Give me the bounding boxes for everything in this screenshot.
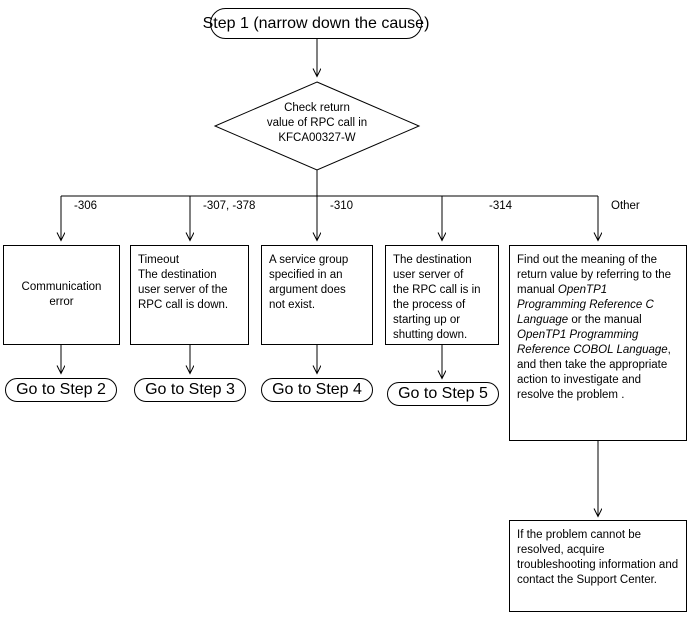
decision-label-line2: value of RPC call in bbox=[266, 117, 368, 129]
action-text-part1: Find out the meaning of the return value… bbox=[517, 254, 672, 296]
decision-label-line1: Check return bbox=[284, 102, 350, 114]
start-terminator-label-wrap: Step 1 (narrow down the cause) bbox=[203, 8, 430, 39]
goto-step-4[interactable]: Go to Step 4 bbox=[261, 378, 373, 402]
goto-step-5-label: Go to Step 5 bbox=[398, 385, 488, 402]
branch-label-307-378: -307, -378 bbox=[203, 200, 256, 212]
branch-label-314: -314 bbox=[489, 200, 513, 212]
branch-label-310: -310 bbox=[330, 200, 354, 212]
cause-box-communication-error: Communication error bbox=[3, 245, 120, 345]
action-box-contact-support-center: If the problem cannot be resolved, acqui… bbox=[509, 520, 687, 612]
action-text-part2: or the manual bbox=[568, 314, 642, 326]
branch-label-other: Other bbox=[611, 200, 640, 212]
step3-terminator-shape bbox=[134, 378, 246, 402]
goto-step-2[interactable]: Go to Step 2 bbox=[5, 378, 117, 402]
goto-step-4-label: Go to Step 4 bbox=[272, 381, 362, 398]
action-text-part3: , and then take the appropriate action t… bbox=[517, 344, 671, 401]
manual-name-c-language: OpenTP1 Programming Reference C Language bbox=[517, 284, 654, 326]
branch-label-306: -306 bbox=[74, 200, 98, 212]
decision-label: Check return value of RPC call in KFCA00… bbox=[231, 101, 403, 146]
step4-terminator-shape bbox=[261, 378, 373, 402]
start-terminator-shape bbox=[210, 8, 422, 39]
step2-terminator-shape bbox=[5, 378, 117, 402]
goto-step-2-label: Go to Step 2 bbox=[16, 381, 106, 398]
action-box-consult-manuals: Find out the meaning of the return value… bbox=[509, 245, 687, 441]
goto-step-3-label: Go to Step 3 bbox=[145, 381, 235, 398]
cause-box-timeout: Timeout The destination user server of t… bbox=[130, 245, 249, 345]
manual-name-cobol-language: OpenTP1 Programming Reference COBOL Lang… bbox=[517, 329, 668, 356]
cause-box-server-starting-stopping: The destination user server of the RPC c… bbox=[385, 245, 499, 345]
start-terminator-label: Step 1 (narrow down the cause) bbox=[202, 14, 430, 32]
cause-box-service-group-missing: A service group specified in an argument… bbox=[261, 245, 373, 345]
goto-step-5[interactable]: Go to Step 5 bbox=[387, 382, 499, 406]
goto-step-3[interactable]: Go to Step 3 bbox=[134, 378, 246, 402]
decision-label-line3: KFCA00327-W bbox=[278, 132, 356, 144]
step5-terminator-shape bbox=[387, 382, 499, 406]
